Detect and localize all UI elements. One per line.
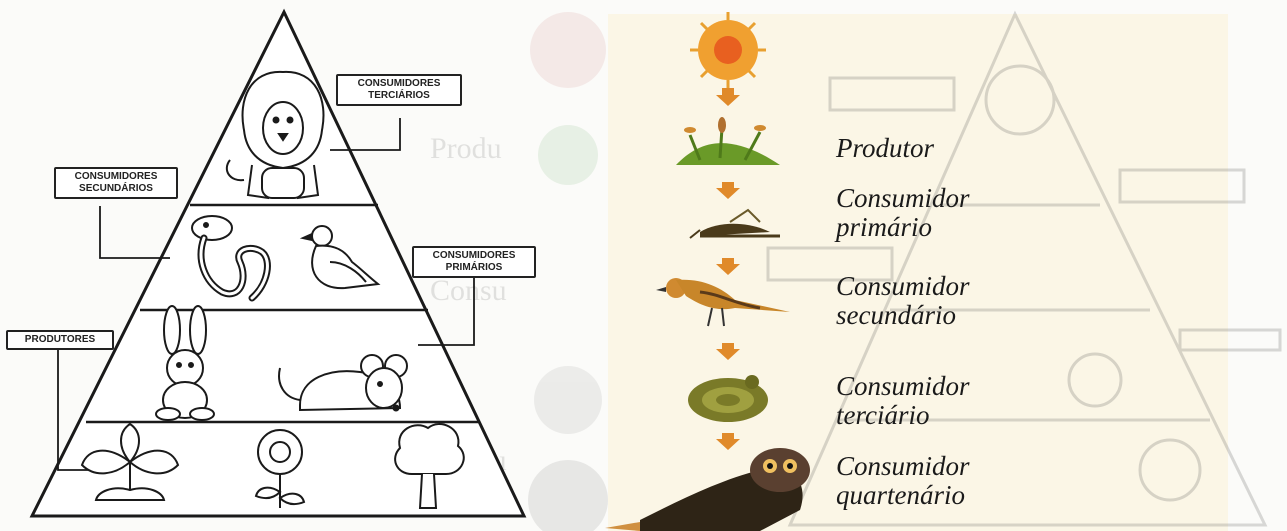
faded-label-box — [1118, 168, 1246, 204]
faded-label-box — [766, 246, 894, 282]
faded-flower-icon — [530, 12, 606, 88]
faded-plant-icon — [1138, 438, 1202, 502]
faded-lion-icon — [984, 64, 1056, 136]
tree-icon — [394, 423, 465, 509]
owl-icon — [605, 448, 810, 531]
chain-arrows — [716, 88, 740, 450]
label-consumidores-terciarios: CONSUMIDORES TERCIÁRIOS — [336, 74, 462, 106]
sun-icon — [690, 12, 766, 88]
faded-pyramid-outline — [787, 10, 1268, 527]
sunflower-icon — [254, 429, 306, 508]
label-consumidores-secundarios: CONSUMIDORES SECUNDÁRIOS — [54, 167, 178, 199]
label-produtores: PRODUTORES — [6, 330, 114, 350]
label-consumidores-primarios: CONSUMIDORES PRIMÁRIOS — [412, 246, 536, 278]
faded-text: Produ — [430, 132, 502, 165]
mouse-icon — [278, 354, 408, 412]
faded-plant-icon — [538, 125, 598, 185]
arrow-icon — [716, 343, 740, 360]
connector-producers — [57, 346, 100, 471]
plant-icon — [80, 422, 180, 501]
bird-icon — [656, 278, 790, 327]
dove-icon — [299, 225, 381, 290]
chain-label-consumidor-secundario: Consumidor secundário — [836, 271, 970, 330]
snake-coil-icon — [688, 375, 768, 422]
faded-text: Consu — [430, 274, 507, 307]
grasshopper-icon — [689, 208, 780, 239]
lion-icon — [225, 70, 325, 200]
connector-secondary — [99, 206, 170, 259]
faded-animal-icon — [534, 366, 602, 434]
arrow-icon — [716, 433, 740, 450]
arrow-icon — [716, 88, 740, 106]
faded-label-box — [828, 76, 956, 112]
arrow-icon — [716, 258, 740, 275]
chain-label-produtor: Produtor — [836, 133, 935, 163]
connector-primary — [418, 278, 475, 346]
chain-label-consumidor-terciario: Consumidor terciário — [836, 371, 970, 430]
faded-rabbit-icon — [1067, 352, 1123, 408]
chain-label-consumidor-primario: Consumidor primário — [836, 183, 970, 242]
right-panel-background — [608, 14, 1228, 531]
faded-label-box — [1178, 328, 1282, 352]
grass-icon — [676, 117, 780, 165]
connector-tertiary — [330, 118, 401, 151]
faded-pyramid — [766, 10, 1282, 527]
rabbit-icon — [155, 305, 215, 421]
snake-icon — [191, 215, 271, 302]
faded-animal-icon — [528, 460, 608, 531]
arrow-icon — [716, 182, 740, 199]
chain-label-consumidor-quartenario: Consumidor quartenário — [836, 451, 970, 510]
